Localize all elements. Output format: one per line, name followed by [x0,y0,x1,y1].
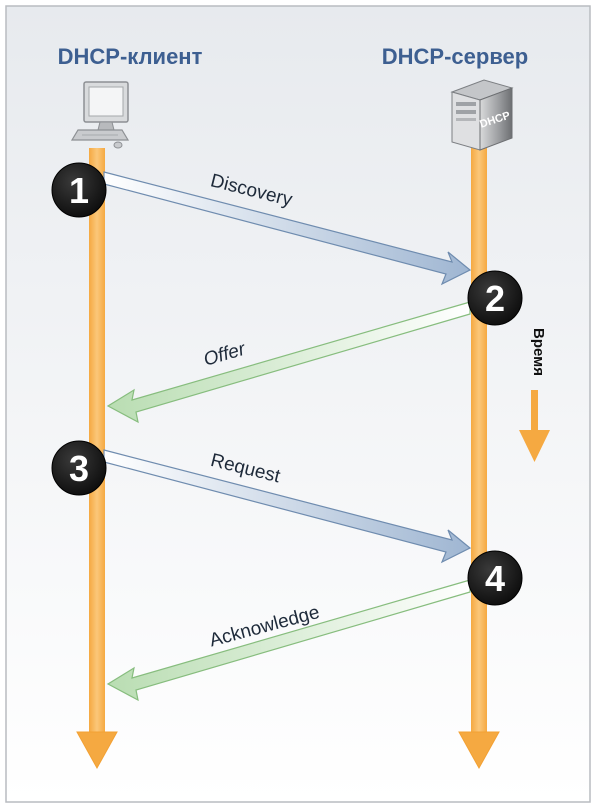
server-title: DHCP-сервер [382,44,528,69]
time-label: Время [530,328,547,376]
offer-arrow [106,301,471,424]
acknowledge-arrow [106,579,471,702]
discovery-arrow [103,171,472,286]
time-arrow-head [519,430,550,462]
client-title: DHCP-клиент [58,44,203,69]
step-marker-1: 1 [51,162,107,218]
step-number: 2 [485,278,505,319]
desktop-computer-icon [70,81,130,149]
time-arrow-shaft [531,390,538,430]
request-arrow [103,449,472,564]
step-number: 3 [69,448,89,489]
step-marker-3: 3 [51,440,107,496]
step-marker-4: 4 [467,550,523,606]
server-tower-icon: DHCP [450,79,514,151]
time-indicator: Время [519,328,550,462]
step-number: 1 [69,170,89,211]
step-number: 4 [485,558,505,599]
client-timeline [76,148,118,770]
step-marker-2: 2 [467,270,523,326]
